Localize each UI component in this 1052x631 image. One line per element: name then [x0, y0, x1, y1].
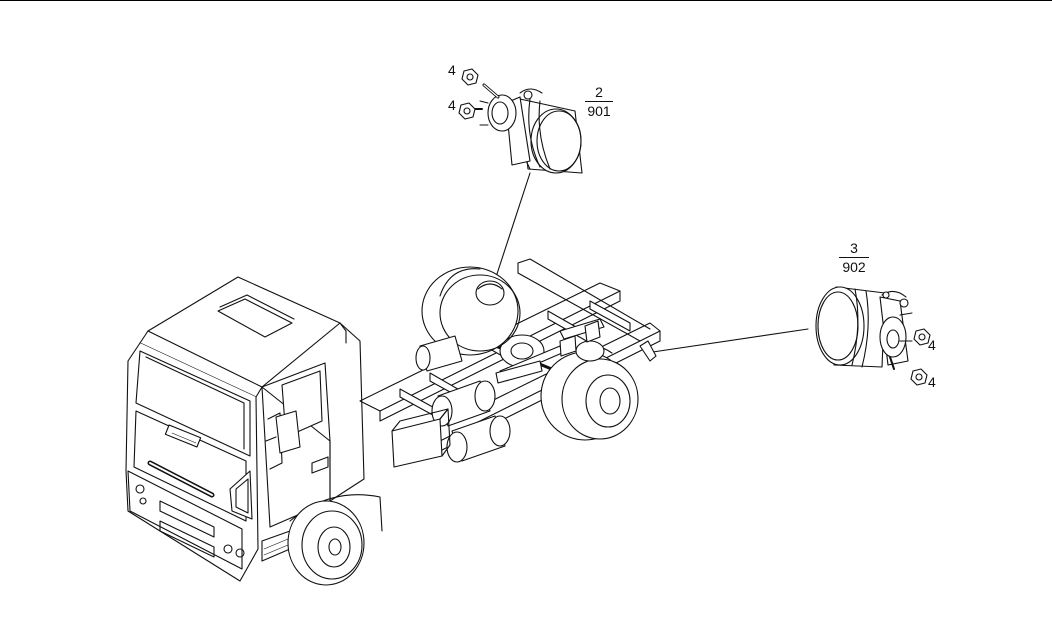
- nut-label-right-2[interactable]: 4: [928, 374, 936, 390]
- nut-label-upper-1[interactable]: 4: [448, 62, 456, 78]
- axle-hardware: [495, 320, 657, 384]
- nut-label-right-1[interactable]: 4: [928, 337, 936, 353]
- callout-item-number: 2: [585, 85, 613, 102]
- nut-upper-1-icon: [461, 68, 479, 86]
- callout-right-chamber[interactable]: 3 902: [839, 241, 869, 274]
- rear-left-wheel: [421, 266, 521, 356]
- air-tanks: [391, 335, 511, 468]
- nut-right-1-icon: [913, 328, 931, 346]
- nut-upper-2-icon: [458, 102, 476, 120]
- nut-label-upper-2[interactable]: 4: [448, 97, 456, 113]
- brake-chamber-right-icon: [815, 286, 913, 370]
- leader-lines: [495, 172, 809, 354]
- rear-right-wheel: [540, 340, 639, 441]
- brake-chamber-upper-icon: [469, 83, 583, 174]
- cab: [125, 276, 383, 582]
- callout-ref-number: 901: [587, 103, 611, 119]
- callout-ref-number: 902: [842, 259, 866, 275]
- callout-item-number: 3: [839, 241, 869, 258]
- front-wheel: [287, 500, 365, 586]
- nut-right-2-icon: [910, 368, 928, 386]
- callout-upper-chamber[interactable]: 2 901: [585, 85, 613, 118]
- truck-chassis-icon: [125, 258, 661, 586]
